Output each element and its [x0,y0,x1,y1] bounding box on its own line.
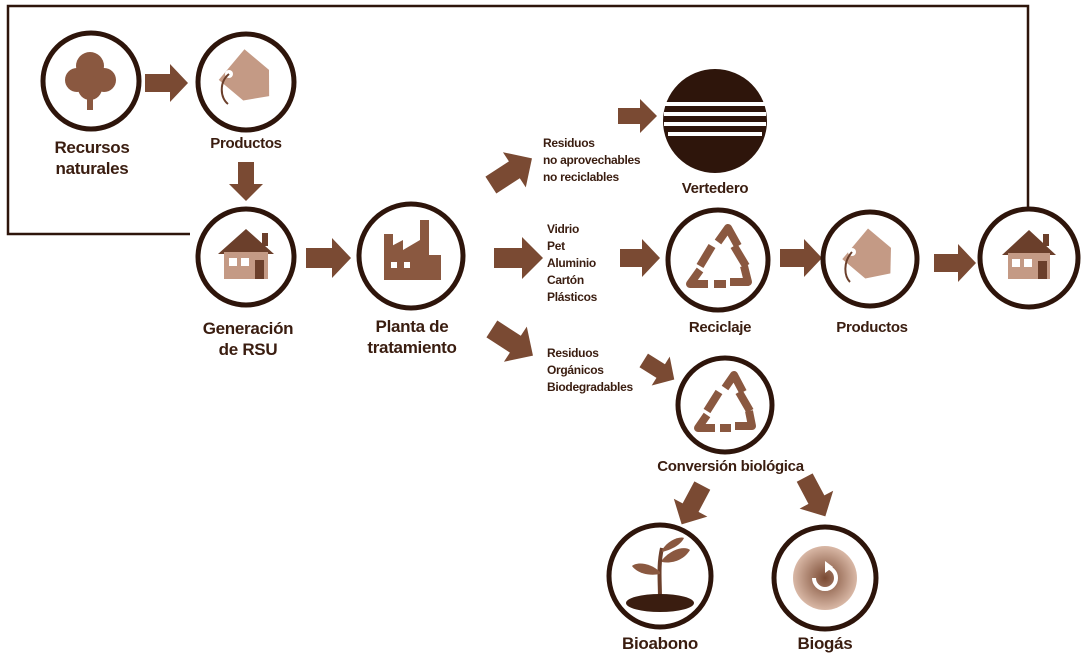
gas-icon [793,546,857,610]
tree-icon [65,52,116,110]
arrow-to-conversion [639,353,675,386]
arrow-productos-generacion [229,162,263,201]
reciclaje-node [665,207,771,313]
arrow-planta-vertedero [485,152,532,194]
branch-line: Pet [547,239,565,253]
hogar-node [977,206,1081,310]
label-planta: Planta de tratamiento [367,317,457,357]
house-icon [1002,230,1056,279]
recycle-icon [694,371,756,432]
arrow-productos-hogar [934,244,976,282]
planta-tratamiento-node [356,201,466,311]
label-conversion: Conversión biológica [657,458,804,475]
conversion-biologica-node [675,355,775,455]
branch-line: Orgánicos [547,363,604,377]
arrow-recursos-productos [145,64,188,102]
feedback-loop-line [6,4,1030,236]
branch-no-aprovechables: Residuos no aprovechables no reciclables [543,135,641,186]
factory-icon [384,220,441,280]
branch-line: Residuos [543,136,595,150]
branch-reciclables: Vidrio Pet Aluminio Cartón Plásticos [547,221,597,306]
label-reciclaje: Reciclaje [688,319,752,336]
flow-arrows [145,64,976,525]
arrow-to-reciclaje [620,239,660,277]
plant-icon [626,537,694,612]
arrow-reciclaje-productos [780,239,822,277]
branch-line: Aluminio [547,256,596,270]
tag-icon [218,49,270,105]
arrow-planta-organicos [486,320,533,362]
arrow-to-biogas [796,473,834,517]
branch-line: no aprovechables [543,153,641,167]
branch-line: Plásticos [547,290,597,304]
branch-line: Cartón [547,273,584,287]
vertedero-node [663,69,767,173]
label-biogas: Biogás [797,634,853,653]
label-vertedero: Vertedero [681,180,749,197]
label-generacion: Generación de RSU [202,319,294,359]
house-icon [218,229,274,279]
productos-node-1 [195,31,297,133]
productos-node-2 [820,209,920,309]
label-recursos: Recursos naturales [54,138,130,178]
recycle-icon [686,224,752,288]
arrow-generacion-planta [306,238,351,278]
arrow-planta-reciclables [494,237,543,279]
label-bioabono: Bioabono [622,634,698,653]
biogas-node [771,524,879,632]
landfill-icon [664,102,766,136]
branch-line: Residuos [547,346,599,360]
arrow-to-vertedero [618,99,657,133]
label-productos-2: Productos [836,319,908,336]
branch-line: Vidrio [547,222,579,236]
branch-line: no reciclables [543,170,619,184]
tag-icon [842,228,891,283]
branch-organicos: Residuos Orgánicos Biodegradables [547,345,633,396]
arrow-to-bioabono [673,481,711,525]
branch-line: Biodegradables [547,380,633,394]
recursos-naturales-node [40,30,142,132]
generacion-rsu-node [195,206,297,308]
label-productos-1: Productos [210,135,282,152]
bioabono-node [606,522,714,630]
